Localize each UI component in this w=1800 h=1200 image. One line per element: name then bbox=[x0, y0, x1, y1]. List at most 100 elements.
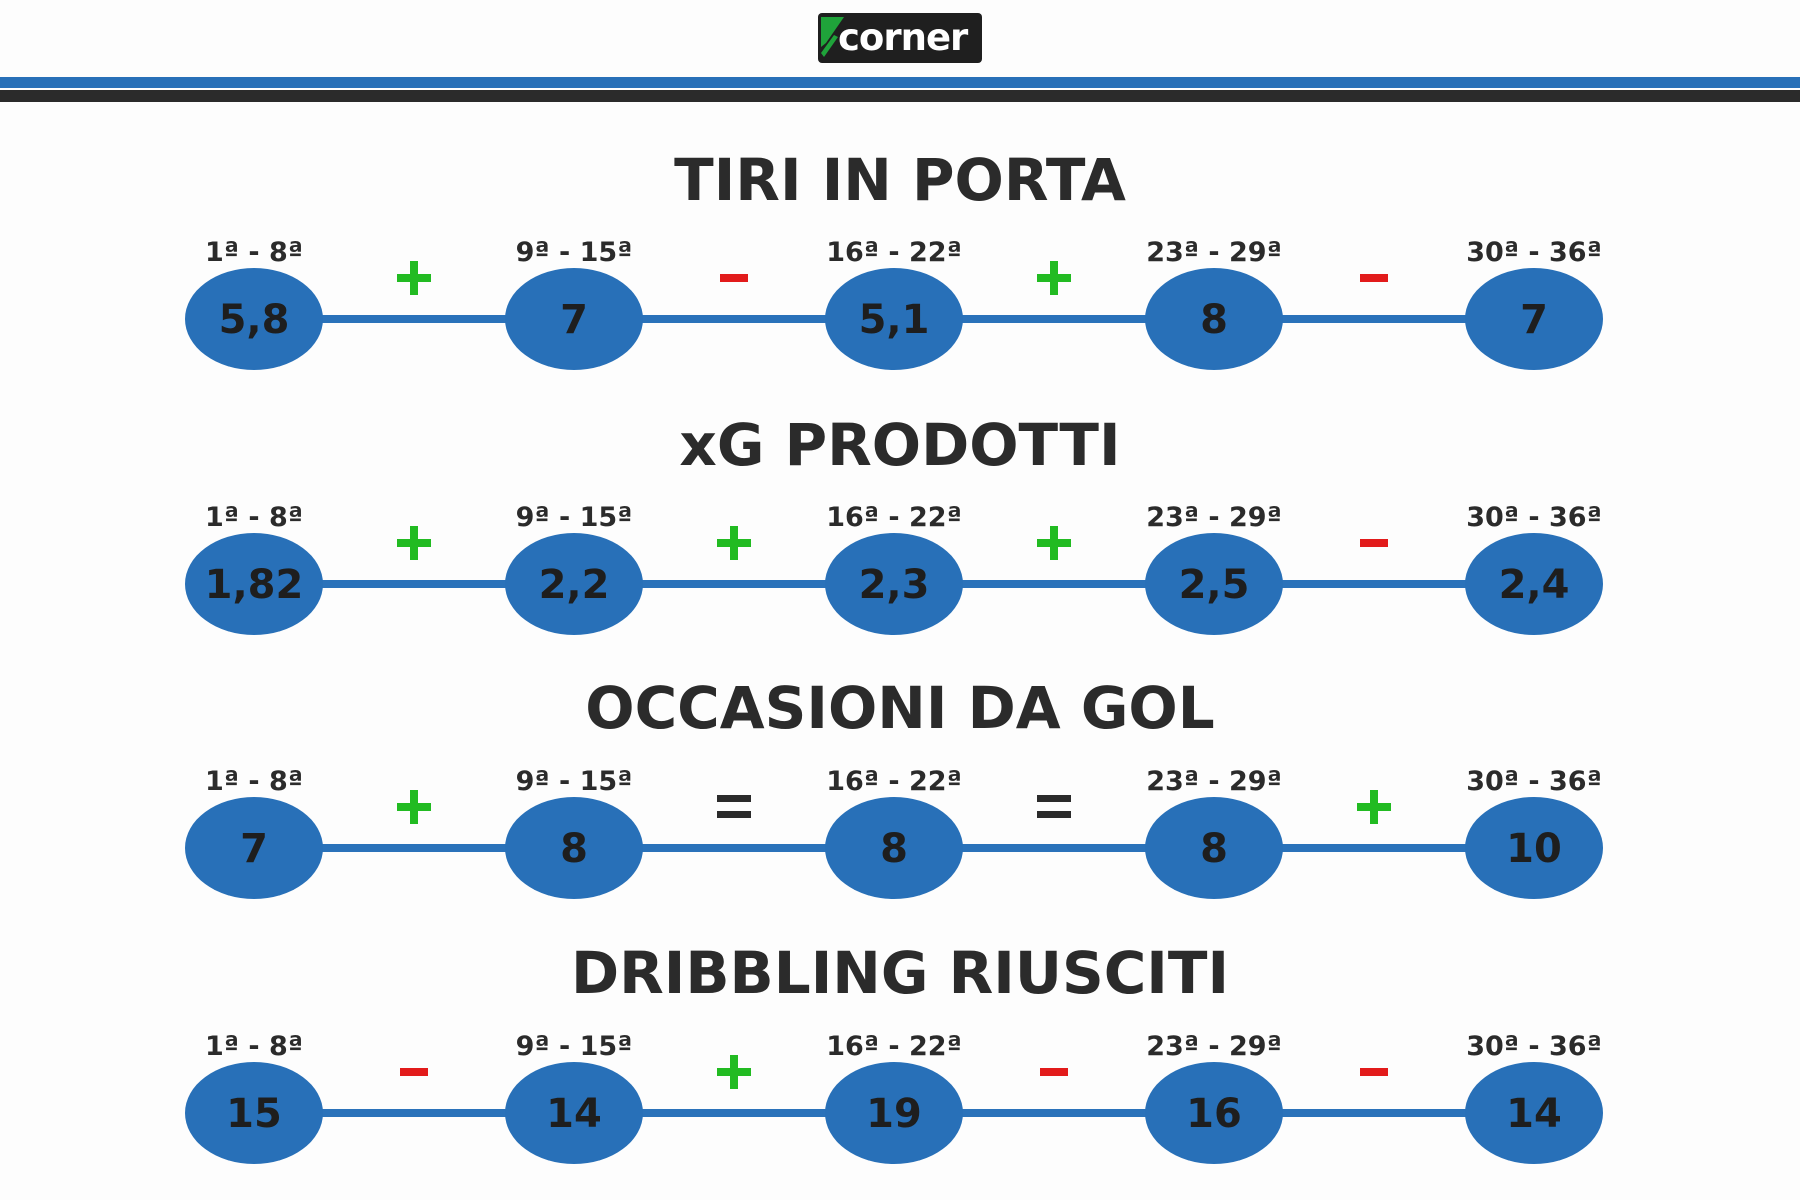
value-node bbox=[1465, 797, 1603, 899]
period-label: 23ª - 29ª bbox=[1146, 1031, 1282, 1062]
period-label: 16ª - 22ª bbox=[826, 1031, 962, 1062]
value-node bbox=[1465, 268, 1603, 370]
value-node bbox=[505, 268, 643, 370]
value-node bbox=[1465, 533, 1603, 635]
value-node bbox=[505, 533, 643, 635]
value-label: 8 bbox=[880, 826, 908, 872]
value-label: 5,8 bbox=[219, 297, 290, 343]
period-label: 1ª - 8ª bbox=[205, 502, 303, 533]
value-node bbox=[825, 533, 963, 635]
value-label: 10 bbox=[1506, 826, 1562, 872]
value-label: 7 bbox=[560, 297, 588, 343]
corner-logo: corner bbox=[818, 13, 982, 63]
plus-bar-v bbox=[730, 526, 738, 560]
minus-bar bbox=[1360, 539, 1388, 547]
change-minus-icon bbox=[400, 1068, 428, 1076]
value-node bbox=[825, 268, 963, 370]
value-node bbox=[825, 797, 963, 899]
period-label: 30ª - 36ª bbox=[1466, 237, 1602, 268]
period-label: 16ª - 22ª bbox=[826, 237, 962, 268]
value-label: 8 bbox=[1200, 297, 1228, 343]
period-label: 1ª - 8ª bbox=[205, 1031, 303, 1062]
period-label: 30ª - 36ª bbox=[1466, 1031, 1602, 1062]
section-title: xG PRODOTTI bbox=[679, 411, 1120, 479]
change-plus-icon bbox=[1037, 261, 1071, 295]
change-plus-icon bbox=[717, 1055, 751, 1089]
value-label: 2,4 bbox=[1499, 562, 1570, 608]
minus-bar bbox=[1360, 274, 1388, 282]
period-label: 9ª - 15ª bbox=[516, 502, 633, 533]
value-node bbox=[185, 268, 323, 370]
value-node bbox=[1145, 797, 1283, 899]
plus-bar-v bbox=[410, 790, 418, 824]
value-node bbox=[1465, 1062, 1603, 1164]
logo-text: corner bbox=[838, 16, 968, 59]
value-node bbox=[185, 1062, 323, 1164]
plus-bar-v bbox=[1370, 790, 1378, 824]
change-equal-icon bbox=[717, 795, 751, 818]
plus-bar-v bbox=[410, 261, 418, 295]
change-plus-icon bbox=[1357, 790, 1391, 824]
value-node bbox=[1145, 533, 1283, 635]
change-plus-icon bbox=[1037, 526, 1071, 560]
change-minus-icon bbox=[1040, 1068, 1068, 1076]
minus-bar bbox=[1040, 1068, 1068, 1076]
section-title: OCCASIONI DA GOL bbox=[585, 674, 1214, 742]
equal-bar-top bbox=[1037, 795, 1071, 802]
value-node bbox=[185, 797, 323, 899]
value-label: 1,82 bbox=[205, 562, 304, 608]
section-title: DRIBBLING RIUSCITI bbox=[571, 939, 1229, 1007]
plus-bar-v bbox=[1050, 261, 1058, 295]
change-plus-icon bbox=[397, 790, 431, 824]
change-plus-icon bbox=[397, 261, 431, 295]
change-minus-icon bbox=[1360, 1068, 1388, 1076]
plus-bar-v bbox=[410, 526, 418, 560]
value-label: 7 bbox=[240, 826, 268, 872]
equal-bar-top bbox=[717, 795, 751, 802]
equal-bar-bottom bbox=[1037, 811, 1071, 818]
value-label: 8 bbox=[560, 826, 588, 872]
period-label: 23ª - 29ª bbox=[1146, 502, 1282, 533]
minus-bar bbox=[1360, 1068, 1388, 1076]
period-label: 30ª - 36ª bbox=[1466, 502, 1602, 533]
value-label: 2,2 bbox=[539, 562, 610, 608]
change-minus-icon bbox=[1360, 274, 1388, 282]
change-plus-icon bbox=[397, 526, 431, 560]
period-label: 30ª - 36ª bbox=[1466, 766, 1602, 797]
value-label: 19 bbox=[866, 1091, 922, 1137]
period-label: 16ª - 22ª bbox=[826, 502, 962, 533]
value-label: 14 bbox=[1506, 1091, 1562, 1137]
logo-swoosh-icon bbox=[821, 17, 844, 57]
minus-bar bbox=[720, 274, 748, 282]
period-label: 23ª - 29ª bbox=[1146, 237, 1282, 268]
value-label: 14 bbox=[546, 1091, 602, 1137]
plus-bar-v bbox=[730, 1055, 738, 1089]
period-label: 16ª - 22ª bbox=[826, 766, 962, 797]
value-label: 16 bbox=[1186, 1091, 1242, 1137]
value-label: 2,5 bbox=[1179, 562, 1250, 608]
period-label: 1ª - 8ª bbox=[205, 766, 303, 797]
header-stripe-dark bbox=[0, 90, 1800, 102]
plus-bar-v bbox=[1050, 526, 1058, 560]
period-label: 23ª - 29ª bbox=[1146, 766, 1282, 797]
value-label: 5,1 bbox=[859, 297, 930, 343]
period-label: 9ª - 15ª bbox=[516, 766, 633, 797]
period-label: 9ª - 15ª bbox=[516, 1031, 633, 1062]
value-label: 8 bbox=[1200, 826, 1228, 872]
value-node bbox=[1145, 268, 1283, 370]
value-node bbox=[505, 797, 643, 899]
value-node bbox=[185, 533, 323, 635]
value-node bbox=[825, 1062, 963, 1164]
value-label: 2,3 bbox=[859, 562, 930, 608]
value-label: 7 bbox=[1520, 297, 1548, 343]
header-stripe-blue bbox=[0, 77, 1800, 88]
change-minus-icon bbox=[720, 274, 748, 282]
value-node bbox=[505, 1062, 643, 1164]
minus-bar bbox=[400, 1068, 428, 1076]
change-equal-icon bbox=[1037, 795, 1071, 818]
value-node bbox=[1145, 1062, 1283, 1164]
change-minus-icon bbox=[1360, 539, 1388, 547]
period-label: 9ª - 15ª bbox=[516, 237, 633, 268]
equal-bar-bottom bbox=[717, 811, 751, 818]
